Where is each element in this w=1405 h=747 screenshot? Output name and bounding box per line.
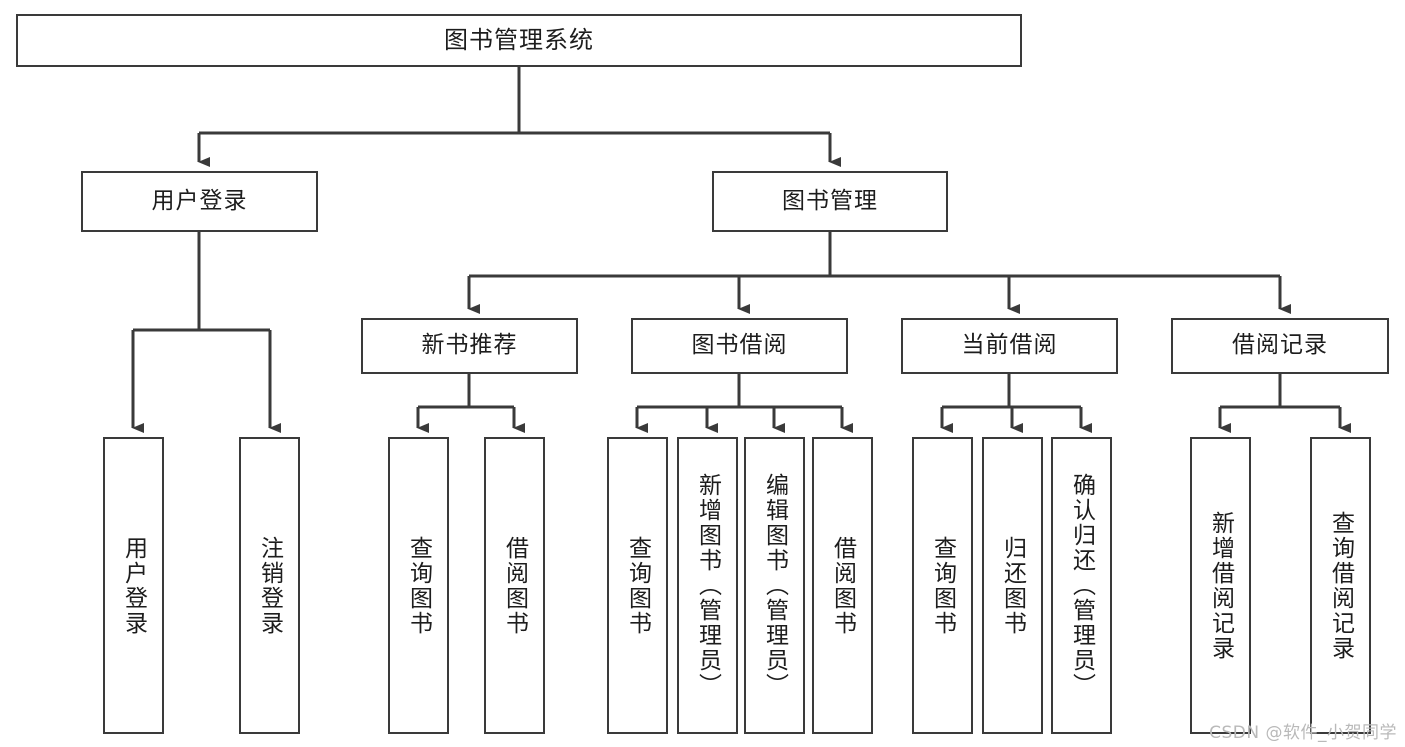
leaf-label: 确认归还（管理员）	[1068, 473, 1095, 698]
node-book-borrow[interactable]: 图书借阅	[631, 318, 848, 374]
leaf-label: 注销登录	[256, 535, 283, 636]
node-borrow-record[interactable]: 借阅记录	[1171, 318, 1389, 374]
node-leaf-edit-book[interactable]: 编辑图书（管理员）	[744, 437, 805, 734]
node-leaf-query-book-3[interactable]: 查询图书	[912, 437, 973, 734]
leaf-label: 查询图书	[929, 535, 956, 636]
node-leaf-user-logout[interactable]: 注销登录	[239, 437, 300, 734]
node-current-borrow[interactable]: 当前借阅	[901, 318, 1118, 374]
node-book-manage[interactable]: 图书管理	[712, 171, 948, 232]
node-leaf-borrow-book-2[interactable]: 借阅图书	[812, 437, 873, 734]
leaf-label: 查询图书	[624, 535, 651, 636]
node-leaf-return-book[interactable]: 归还图书	[982, 437, 1043, 734]
csdn-watermark: CSDN @软件_小贺同学	[1209, 723, 1397, 743]
leaf-label: 新增借阅记录	[1207, 510, 1234, 661]
node-new-book-rec[interactable]: 新书推荐	[361, 318, 578, 374]
node-leaf-query-book-2[interactable]: 查询图书	[607, 437, 668, 734]
node-leaf-borrow-book-1[interactable]: 借阅图书	[484, 437, 545, 734]
leaf-label: 用户登录	[120, 535, 147, 636]
leaf-label: 归还图书	[999, 535, 1026, 636]
node-leaf-confirm-return[interactable]: 确认归还（管理员）	[1051, 437, 1112, 734]
leaf-label: 查询借阅记录	[1327, 510, 1354, 661]
node-leaf-add-book[interactable]: 新增图书（管理员）	[677, 437, 738, 734]
node-root[interactable]: 图书管理系统	[16, 14, 1022, 67]
node-leaf-query-record[interactable]: 查询借阅记录	[1310, 437, 1371, 734]
leaf-label: 查询图书	[405, 535, 432, 636]
node-leaf-query-book-1[interactable]: 查询图书	[388, 437, 449, 734]
leaf-label: 新增图书（管理员）	[694, 473, 721, 698]
node-leaf-add-record[interactable]: 新增借阅记录	[1190, 437, 1251, 734]
node-user-login[interactable]: 用户登录	[81, 171, 318, 232]
leaf-label: 借阅图书	[829, 535, 856, 636]
leaf-label: 借阅图书	[501, 535, 528, 636]
node-leaf-user-login[interactable]: 用户登录	[103, 437, 164, 734]
leaf-label: 编辑图书（管理员）	[761, 473, 788, 698]
